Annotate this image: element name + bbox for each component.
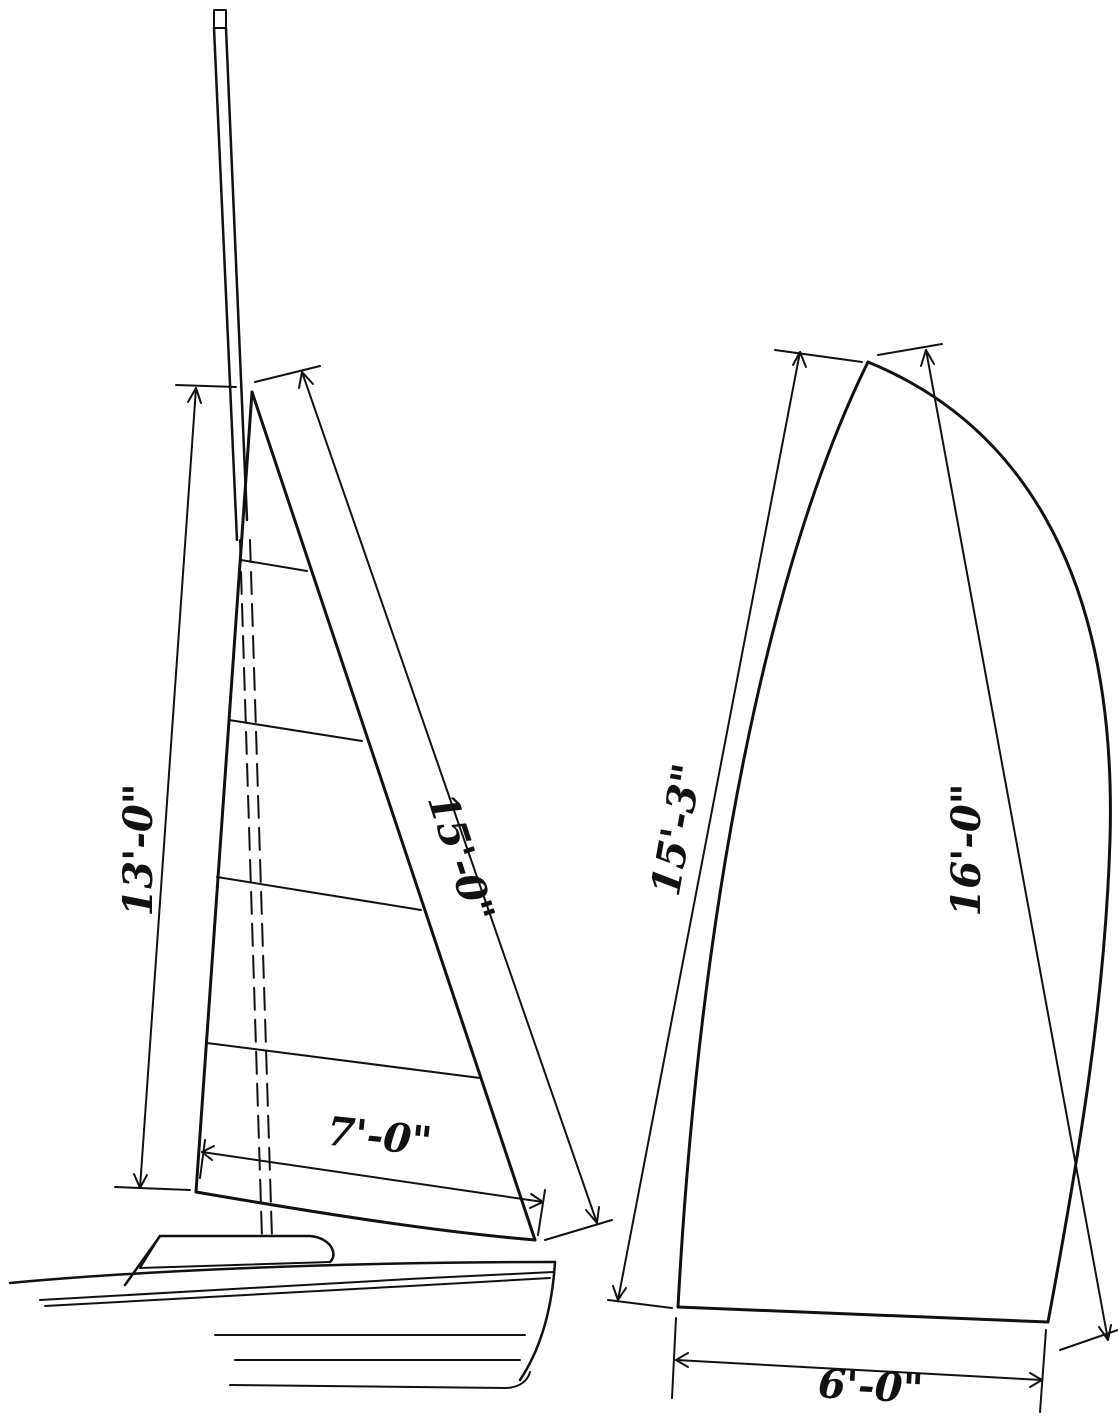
foot-dimension-line [201,1151,544,1203]
main-sail-seam-3 [216,876,422,911]
spinnaker-right-dimension: 16'-0" [877,343,1118,1351]
spinnaker-left-dimension: 15'-3" [607,349,863,1309]
mast-hidden-left [239,539,263,1239]
foot-extension-right [537,1189,546,1236]
hull-rub-strake-2 [44,1277,551,1307]
mast-hidden-right [249,539,273,1239]
leech-dimension-line [301,371,598,1224]
spin-foot-arrow-left [675,1352,689,1368]
main-sail-seam-2 [228,719,363,742]
foot-arrow-right [529,1193,544,1209]
hull-bow [518,1260,557,1382]
spinnaker-sail [676,360,1112,1324]
foot-length-label: 7'-0" [325,1108,435,1166]
spin-left-extension-top [774,349,863,363]
mast-left-edge [212,26,239,542]
main-leech-dimension: 15'-0" [254,365,613,1241]
mast-head-fitting [213,9,227,29]
main-sail-foot [194,1190,537,1242]
mast-right-edge [224,26,249,522]
leech-arrow-bottom [585,1206,600,1224]
main-sail [194,390,537,1242]
hull-keel-line [229,1371,531,1389]
spin-foot-extension-right [1039,1329,1047,1413]
leech-arrow-top [298,371,314,389]
spin-left-arrow-bottom [612,1285,627,1301]
hull-sheer-line [8,1260,557,1285]
cabin-front [139,1235,161,1269]
spinnaker-left-edge [676,360,870,1309]
leech-extension-top [254,365,321,383]
spin-right-arrow-bottom [1098,1324,1112,1341]
main-sail-leech [250,390,537,1242]
cabin-roof [123,1234,335,1287]
luff-length-label: 13'-0" [115,783,162,916]
spin-right-dimension-line [925,349,1109,1341]
foot-extension-left [199,1139,206,1179]
spin-foot-arrow-right [1029,1372,1043,1388]
leech-length-label: 15'-0" [418,787,504,928]
foot-arrow-left [201,1145,215,1161]
leech-extension-bottom [544,1219,613,1241]
spin-right-length-label: 16'-0" [943,783,990,916]
luff-dimension-line [139,387,197,1189]
spinnaker-foot [676,1305,1050,1324]
spin-left-extension-bottom [607,1299,673,1309]
spinnaker-foot-dimension: 6'-0" [671,1317,1047,1413]
spin-right-extension-top [877,343,943,356]
luff-extension-top [175,384,237,388]
spin-left-arrow-top [792,351,807,368]
spin-left-length-label: 15'-3" [642,760,711,899]
main-luff-dimension: 13'-0" [114,384,237,1191]
main-sail-seam-1 [240,559,308,572]
hull-rub-strake [39,1271,554,1301]
spin-left-dimension-line [617,351,801,1301]
spin-foot-dimension-line [675,1359,1043,1381]
spin-right-arrow-top [920,349,935,367]
luff-arrow-top [187,387,202,404]
cabin-side [139,1261,331,1269]
main-sail-luff [194,390,254,1194]
spinnaker-right-edge [866,360,1112,1324]
boat-hull [8,1260,557,1389]
spin-foot-extension-left [671,1317,677,1399]
luff-arrow-bottom [133,1173,148,1189]
mast [212,9,273,1239]
cabin [123,1234,335,1287]
spin-foot-length-label: 6'-0" [817,1360,925,1412]
main-sail-seam-4 [206,1042,481,1079]
luff-extension-bottom [114,1186,191,1191]
main-foot-dimension: 7'-0" [199,1108,546,1236]
